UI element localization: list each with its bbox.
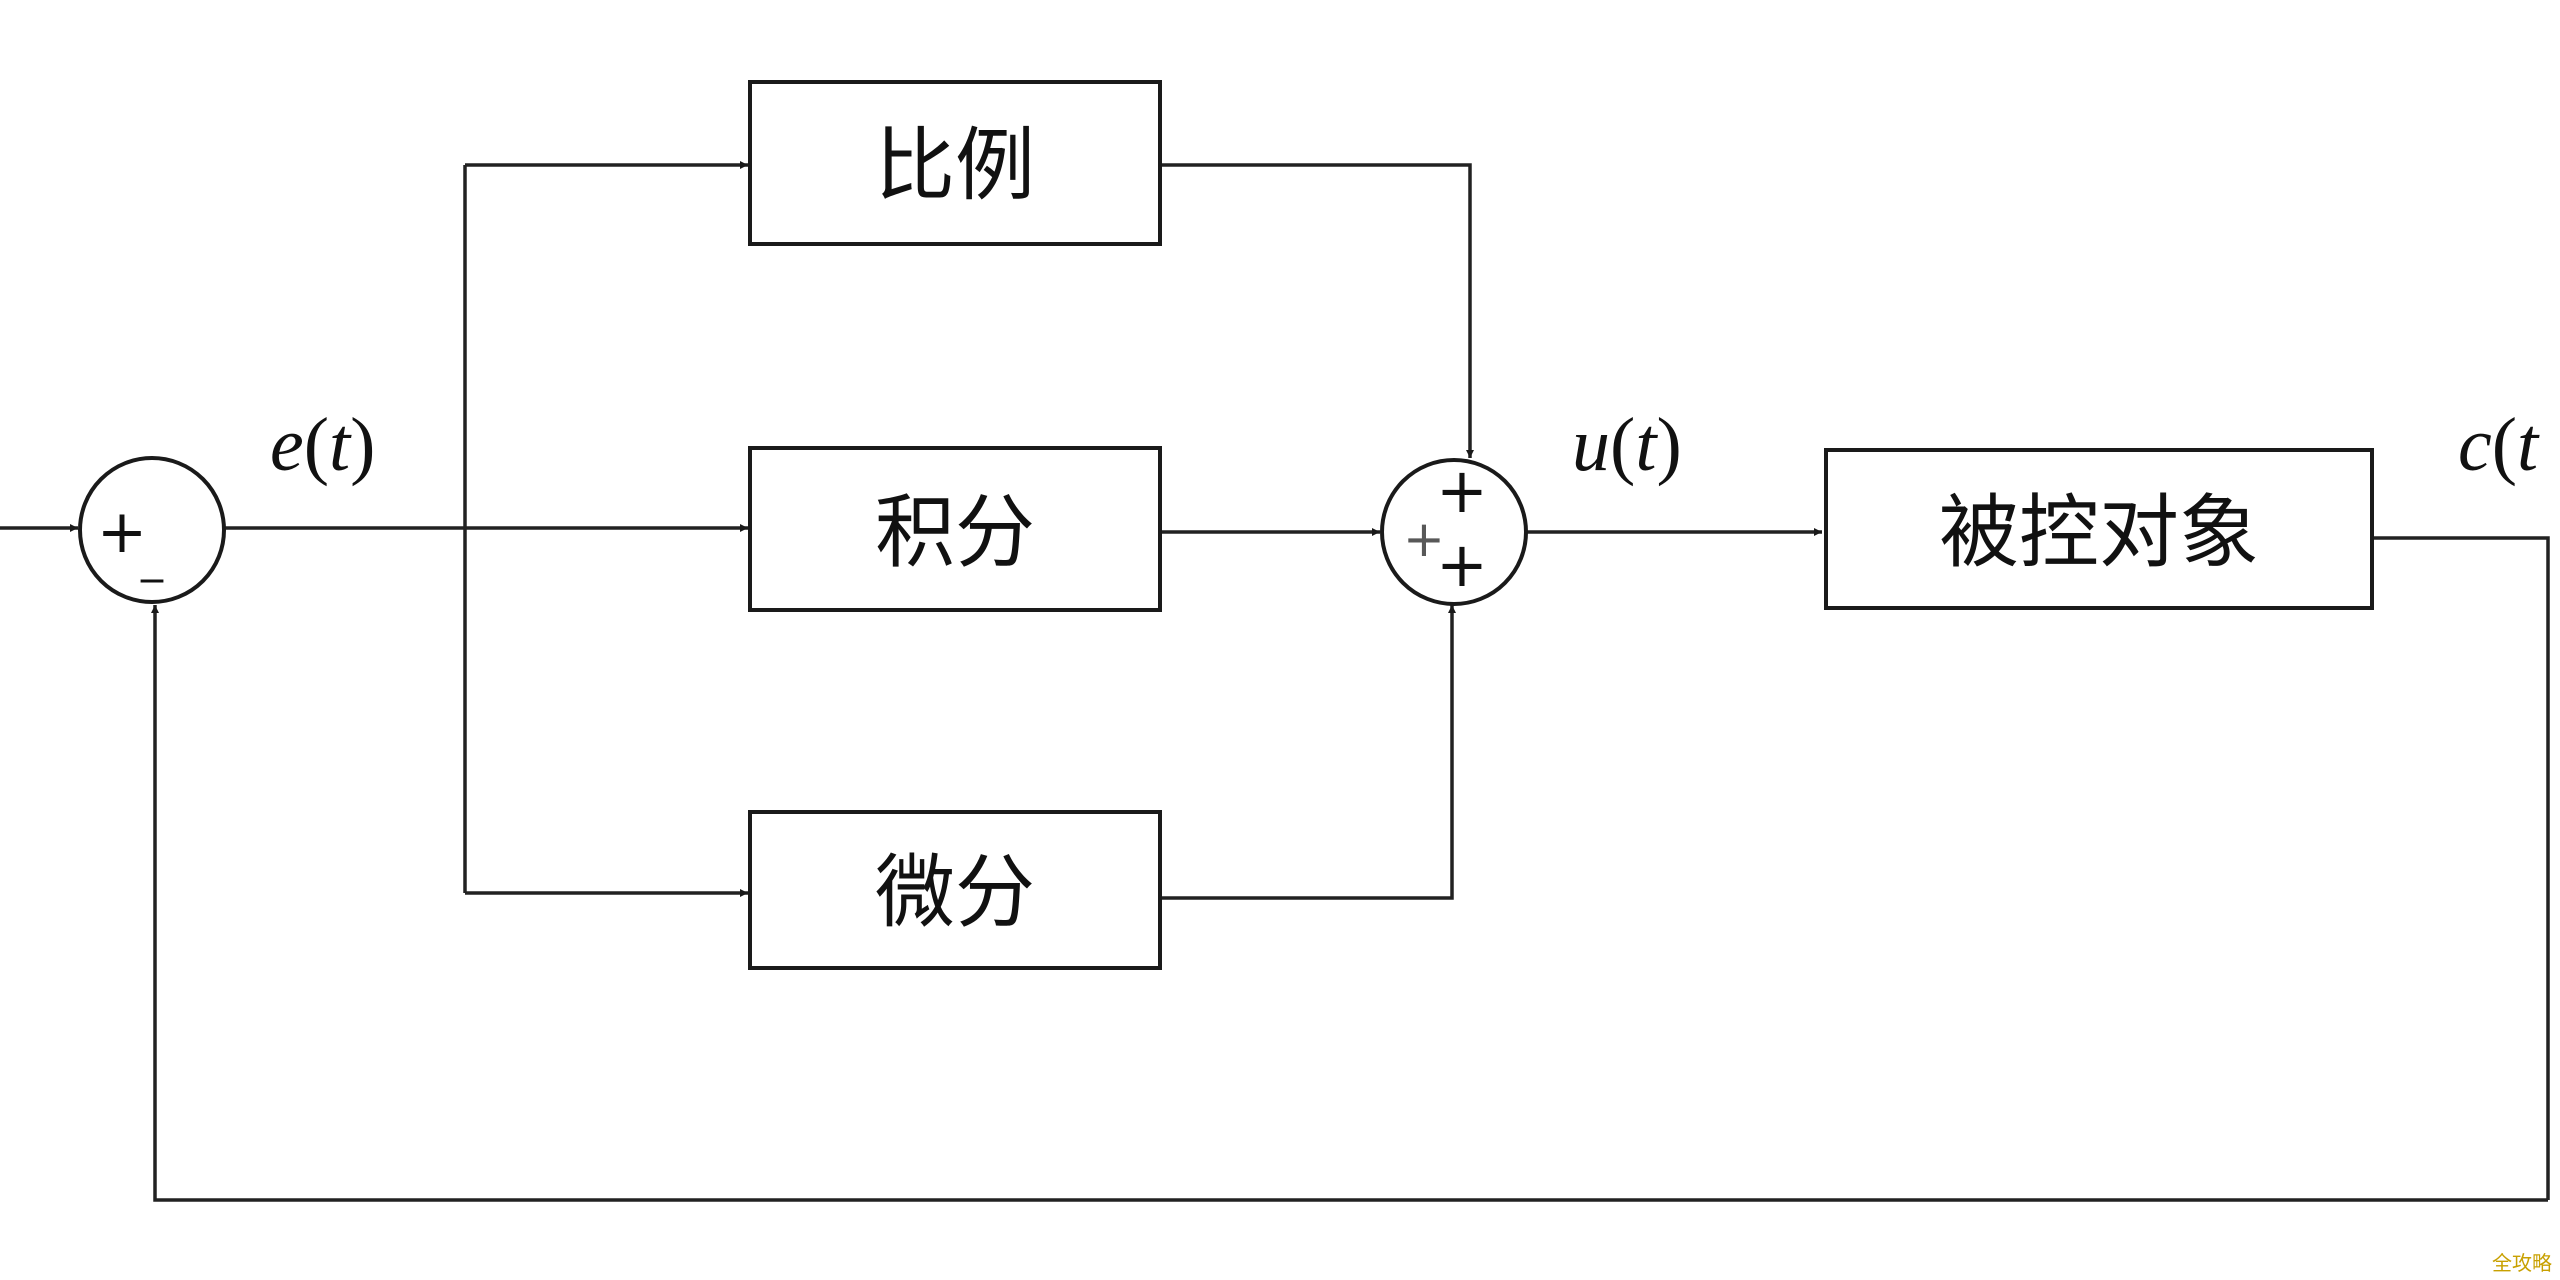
input-summing-junction: + _ (78, 456, 226, 604)
output-signal-label: c(t (2458, 403, 2540, 487)
input-sum-minus-sign: _ (140, 532, 164, 583)
integral-block: 积分 (748, 446, 1162, 612)
output-sum-bottom-plus: + (1436, 528, 1488, 601)
output-summing-junction: + + + (1380, 454, 1528, 606)
connection-lines (0, 161, 2550, 1202)
output-sum-top-plus: + (1436, 454, 1488, 527)
input-sum-plus-sign: + (97, 497, 147, 567)
error-signal-label: e(t) (270, 403, 375, 487)
feedback-line (151, 605, 2548, 1202)
proportional-out-line (1160, 163, 1474, 458)
output-sum-left-plus: + (1403, 510, 1445, 568)
integral-label: 积分 (875, 486, 1035, 579)
plant-label: 被控对象 (1939, 486, 2259, 579)
control-signal-label: u(t) (1572, 403, 1682, 487)
proportional-label: 比例 (875, 119, 1035, 212)
watermark-text: 全攻略 (2492, 1251, 2552, 1275)
derivative-block: 微分 (748, 810, 1162, 970)
derivative-label: 微分 (875, 846, 1035, 939)
output-line (2372, 536, 2550, 1200)
derivative-out-line (1160, 605, 1456, 900)
plant-block: 被控对象 (1824, 448, 2374, 610)
proportional-block: 比例 (748, 80, 1162, 246)
